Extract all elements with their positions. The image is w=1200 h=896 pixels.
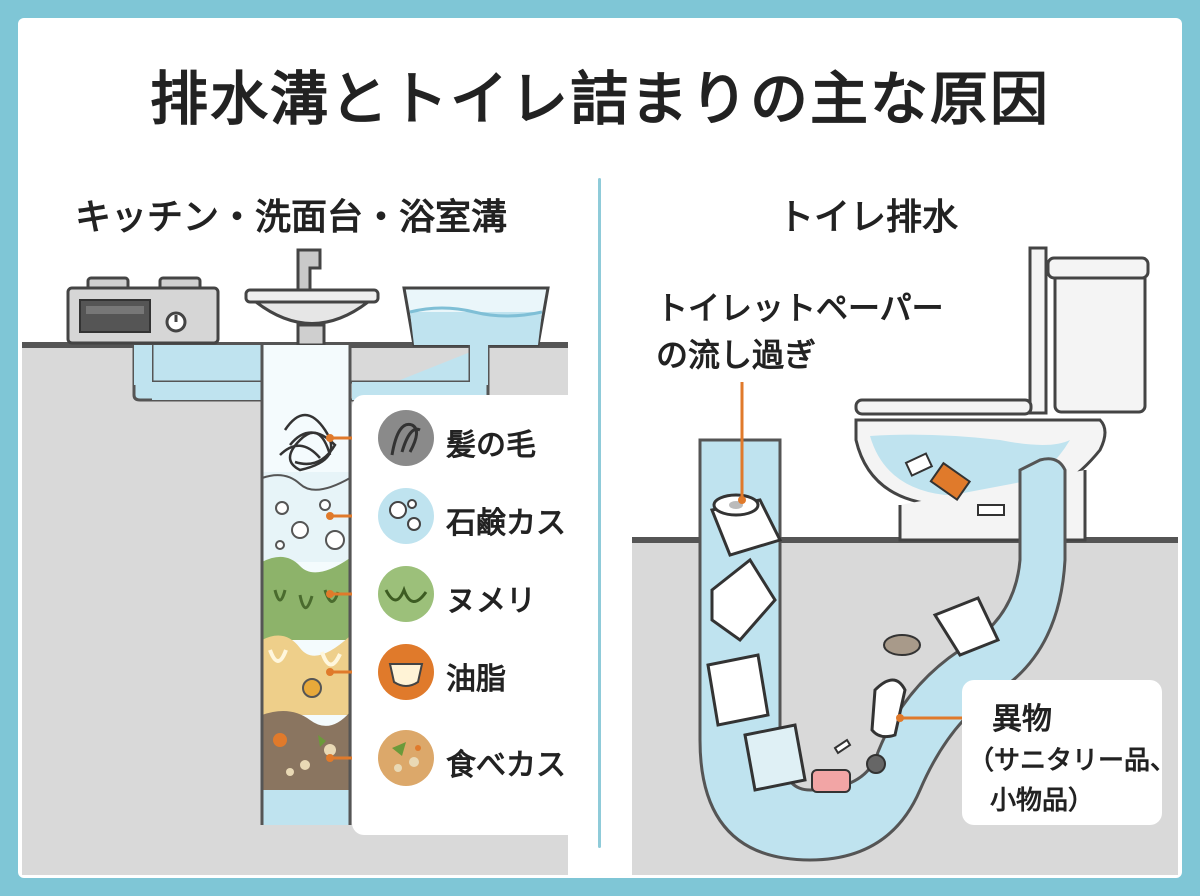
foreign-object-callout-line1: 異物	[992, 702, 1052, 737]
left-section-heading: キッチン・洗面台・浴室溝	[75, 197, 508, 238]
toilet-paper-roll-icon	[709, 493, 783, 557]
left-drain-pipes	[132, 345, 490, 402]
foreign-object-callout-line3: 小物品）	[990, 786, 1095, 816]
foreign-object-callout-line2: （サニタリー品、	[968, 746, 1177, 776]
foreign-object-panel	[962, 680, 1162, 825]
cause-label-slime: ヌメリ	[446, 584, 536, 619]
hair-icon	[378, 410, 434, 466]
page-title: 排水溝とトイレ詰まりの主な原因	[149, 65, 1050, 133]
slime-icon	[378, 566, 434, 622]
cause-label-food: 食べカス	[446, 748, 566, 783]
left-vertical-drain	[260, 345, 352, 825]
stove-icon	[66, 276, 220, 345]
section-divider	[598, 178, 601, 848]
cause-label-soap: 石鹸カス	[446, 506, 566, 541]
soap-scum-icon	[378, 488, 434, 544]
toilet-trap-pipe	[698, 438, 1067, 862]
toilet-paper-callout-line1: トイレットペーパー	[656, 289, 944, 327]
food-scraps-icon	[378, 730, 434, 786]
right-section-heading: トイレ排水	[778, 197, 959, 238]
cause-label-hair: 髪の毛	[446, 428, 536, 463]
toilet-paper-callout-line2: の流し過ぎ	[656, 336, 817, 374]
bath-tub-icon	[402, 286, 550, 347]
sink-icon	[244, 248, 380, 347]
grease-icon	[378, 644, 434, 700]
cause-label-grease: 油脂	[446, 662, 506, 697]
